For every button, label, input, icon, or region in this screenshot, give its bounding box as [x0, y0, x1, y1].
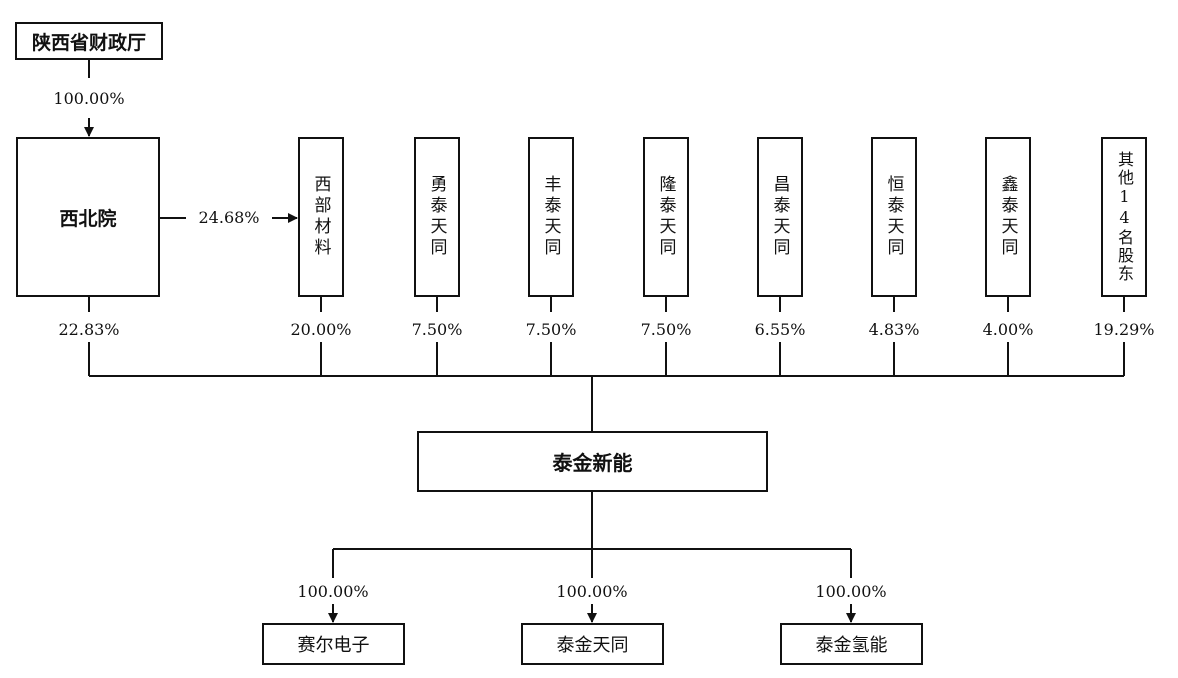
node-xintai: 鑫泰天同 [985, 137, 1031, 297]
node-changtai: 昌泰天同 [757, 137, 803, 297]
edge-label-yongtai-taijin: 7.50% [411, 320, 463, 339]
edge-label-xibu-taijin: 20.00% [290, 320, 352, 339]
edge-label-others-taijin: 19.29% [1093, 320, 1155, 339]
node-taijin-tiantong: 泰金天同 [521, 623, 664, 665]
node-yongtai: 勇泰天同 [414, 137, 460, 297]
node-xibu: 西部材料 [298, 137, 344, 297]
edge-label-xibei-taijin: 22.83% [58, 320, 120, 339]
edge-label-taijin-saier: 100.00% [297, 582, 369, 601]
edge-label-xibei-xibu: 24.68% [198, 208, 260, 227]
node-fengtai: 丰泰天同 [528, 137, 574, 297]
edge-label-taijin-tiantong: 100.00% [556, 582, 628, 601]
node-longtai: 隆泰天同 [643, 137, 689, 297]
node-taijin: 泰金新能 [417, 431, 768, 492]
node-finance-dept: 陕西省财政厅 [15, 22, 163, 60]
edge-label-fengtai-taijin: 7.50% [525, 320, 577, 339]
node-others: 其他14名股东 [1101, 137, 1147, 297]
edge-label-xintai-taijin: 4.00% [982, 320, 1034, 339]
node-saier: 赛尔电子 [262, 623, 405, 665]
edge-label-finance-xibei: 100.00% [53, 89, 125, 108]
edge-label-taijin-qing: 100.00% [815, 582, 887, 601]
edge-label-hengtai-taijin: 4.83% [868, 320, 920, 339]
node-xibei: 西北院 [16, 137, 160, 297]
node-taijin-qing: 泰金氢能 [780, 623, 923, 665]
edge-label-longtai-taijin: 7.50% [640, 320, 692, 339]
edge-label-changtai-taijin: 6.55% [754, 320, 806, 339]
node-hengtai: 恒泰天同 [871, 137, 917, 297]
